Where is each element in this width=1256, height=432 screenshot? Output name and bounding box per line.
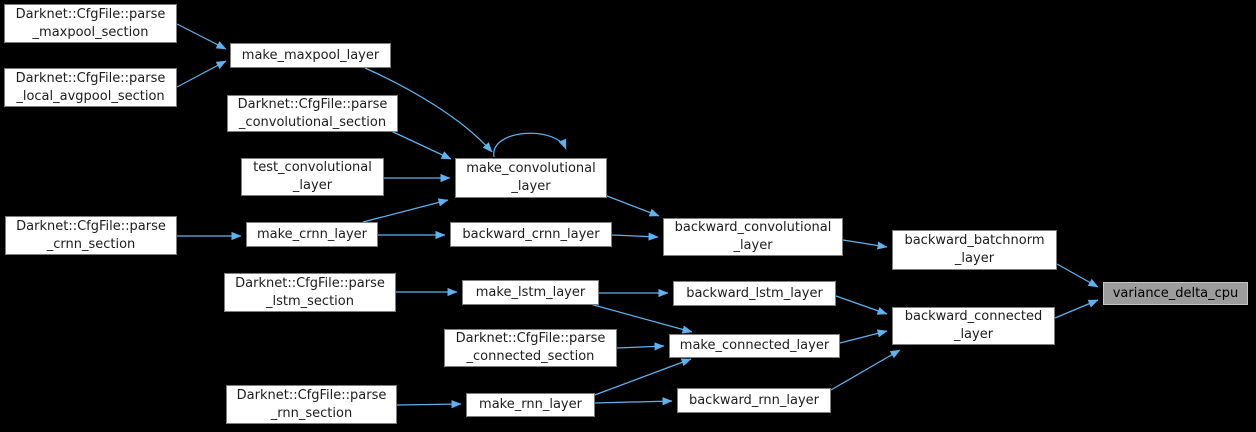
node-make_lstm_layer[interactable]: make_lstm_layer [462,280,599,305]
node-label: make_rnn_layer [479,397,582,413]
node-label: Darknet::CfgFile::parse _lstm_section [235,275,385,309]
node-label: backward_lstm_layer [686,285,823,301]
node-make_maxpool_layer[interactable]: make_maxpool_layer [230,43,391,68]
edge-parse_local_avgpool_section-to-make_maxpool_layer [176,60,227,88]
edge-backward_rnn_layer-to-backward_connected_layer [830,349,901,391]
edge-make_crnn_layer-to-make_convolutional_layer [362,198,449,223]
edge-make_convolutional_layer-to-backward_convolutional_layer [606,195,660,217]
node-backward_crnn_layer[interactable]: backward_crnn_layer [450,222,612,247]
node-label: variance_delta_cpu [1112,285,1239,301]
node-label: Darknet::CfgFile::parse _local_avgpool_s… [15,70,166,104]
node-label: backward_crnn_layer [462,226,600,242]
node-backward_batchnorm_layer[interactable]: backward_batchnorm _layer [892,230,1057,270]
node-backward_convolutional_layer[interactable]: backward_convolutional _layer [663,218,843,256]
node-label: Darknet::CfgFile::parse _maxpool_section [15,6,166,40]
node-backward_rnn_layer[interactable]: backward_rnn_layer [677,388,831,413]
edge-make_convolutional_layer-to-make_convolutional_layer [493,132,567,158]
edge-backward_crnn_layer-to-backward_convolutional_layer [611,232,659,241]
node-label: Darknet::CfgFile::parse _crnn_section [16,218,166,252]
node-label: make_crnn_layer [256,226,368,242]
edge-make_rnn_layer-to-make_connected_layer [591,358,692,397]
edge-backward_lstm_layer-to-backward_connected_layer [835,295,888,315]
edge-make_connected_layer-to-backward_connected_layer [839,329,888,344]
node-label: Darknet::CfgFile::parse _convolutional_s… [237,96,388,130]
node-label: test_convolutional _layer [253,160,372,193]
node-label: make_lstm_layer [475,284,586,300]
node-label: Darknet::CfgFile::parse _rnn_section [236,387,387,421]
node-label: backward_connected _layer [904,309,1043,342]
edge-parse_connected_section-to-make_connected_layer [616,342,665,351]
node-make_crnn_layer[interactable]: make_crnn_layer [246,222,378,247]
node-parse_lstm_section[interactable]: Darknet::CfgFile::parse _lstm_section [224,273,396,312]
node-make_connected_layer[interactable]: make_connected_layer [669,334,840,358]
node-parse_crnn_section[interactable]: Darknet::CfgFile::parse _crnn_section [5,216,177,255]
node-label: backward_rnn_layer [688,392,820,408]
node-label: make_convolutional _layer [466,161,596,194]
edge-make_lstm_layer-to-make_connected_layer [589,303,693,334]
node-label: backward_convolutional _layer [674,220,832,253]
node-parse_local_avgpool_section[interactable]: Darknet::CfgFile::parse _local_avgpool_s… [4,68,177,107]
edge-backward_connected_layer-to-variance_delta_cpu [1054,299,1099,319]
edge-backward_convolutional_layer-to-backward_batchnorm_layer [842,239,888,250]
node-test_convolutional_layer[interactable]: test_convolutional _layer [241,158,384,196]
node-variance_delta_cpu[interactable]: variance_delta_cpu [1103,282,1248,305]
edge-backward_batchnorm_layer-to-variance_delta_cpu [1056,263,1099,288]
node-parse_connected_section[interactable]: Darknet::CfgFile::parse _connected_secti… [444,329,617,367]
node-parse_rnn_section[interactable]: Darknet::CfgFile::parse _rnn_section [226,385,397,424]
node-label: Darknet::CfgFile::parse _connected_secti… [455,331,606,364]
edge-parse_maxpool_section-to-make_maxpool_layer [176,23,227,50]
edge-make_rnn_layer-to-backward_rnn_layer [594,397,673,406]
edge-parse_convolutional_section-to-make_convolutional_layer [390,130,452,160]
node-parse_convolutional_section[interactable]: Darknet::CfgFile::parse _convolutional_s… [227,95,398,132]
edge-parse_rnn_section-to-make_rnn_layer [396,400,462,409]
node-label: backward_batchnorm _layer [904,233,1045,266]
node-backward_connected_layer[interactable]: backward_connected _layer [892,307,1055,345]
node-parse_maxpool_section[interactable]: Darknet::CfgFile::parse _maxpool_section [4,4,177,43]
node-make_rnn_layer[interactable]: make_rnn_layer [466,393,595,417]
node-backward_lstm_layer[interactable]: backward_lstm_layer [673,281,836,306]
node-label: make_maxpool_layer [241,47,380,63]
node-make_convolutional_layer[interactable]: make_convolutional _layer [455,158,607,198]
edge-make_maxpool_layer-to-make_convolutional_layer [364,67,493,153]
node-label: make_connected_layer [679,338,830,354]
